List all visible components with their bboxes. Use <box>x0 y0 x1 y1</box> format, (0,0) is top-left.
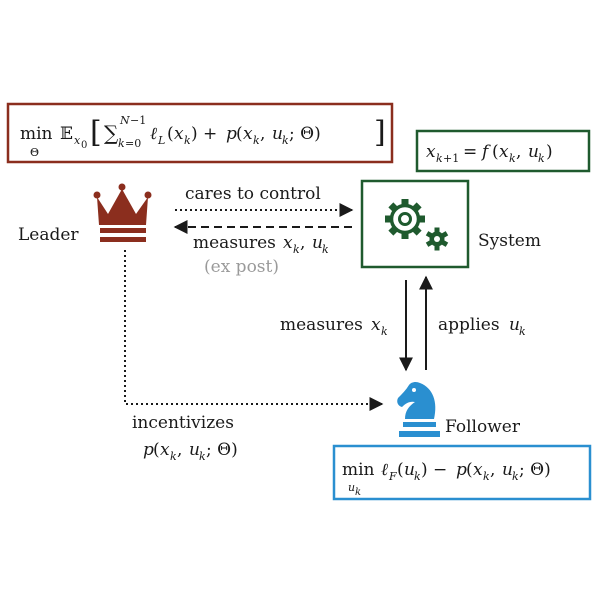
system-dynamics-box: x k +1 = f ( x k , u k ) <box>415 129 591 173</box>
svg-text:k: k <box>184 134 191 147</box>
svg-text:) −: ) − <box>421 460 447 480</box>
svg-text:k: k <box>355 487 361 498</box>
svg-text:,: , <box>490 460 495 480</box>
svg-text:0: 0 <box>81 140 87 151</box>
svg-text:−1: −1 <box>130 114 146 127</box>
svg-text:u: u <box>348 481 355 494</box>
svg-text:ℓ: ℓ <box>381 460 388 480</box>
svg-text:applies: applies <box>438 315 500 335</box>
svg-text:u: u <box>404 460 415 480</box>
incentivizes-label: incentivizes <box>132 413 234 433</box>
svg-text:Θ: Θ <box>30 146 39 159</box>
leader-label: Leader <box>18 225 79 245</box>
svg-text:∑: ∑ <box>104 121 119 145</box>
svg-text:min: min <box>342 460 375 480</box>
follower-objective-box: min u k ℓ F ( u k ) − p ( x k , u k ; Θ) <box>332 444 592 501</box>
applies-label: applies u k <box>438 315 526 338</box>
leader-objective-formula: min Θ 𝔼 x 0 [ ∑ N −1 k =0 ℓ L ( x k ) + … <box>20 114 386 159</box>
svg-text:k: k <box>253 134 260 147</box>
svg-text:u: u <box>509 315 520 335</box>
svg-text:x: x <box>74 134 81 147</box>
svg-text:,: , <box>516 142 521 162</box>
svg-text:N: N <box>119 114 130 127</box>
svg-text:,: , <box>177 440 182 460</box>
gears-icon <box>385 199 449 251</box>
svg-text:k: k <box>519 325 526 338</box>
svg-text:u: u <box>502 460 513 480</box>
system-label: System <box>478 231 541 251</box>
svg-text:k: k <box>118 137 125 150</box>
svg-text:k: k <box>538 152 545 165</box>
svg-text:(: ( <box>236 124 243 144</box>
incentivizes-formula: p ( x k , u k ; Θ) <box>143 440 238 463</box>
svg-text:k: k <box>509 152 516 165</box>
svg-text:k: k <box>282 134 289 147</box>
svg-text:measures: measures <box>280 315 363 335</box>
svg-text:p: p <box>143 440 154 460</box>
svg-text:k: k <box>512 470 519 483</box>
measures-leader-label: measures x k , u k <box>193 233 329 256</box>
svg-text:): ) <box>546 142 553 162</box>
svg-text:x: x <box>426 142 436 162</box>
svg-text:]: ] <box>374 115 386 150</box>
svg-text:,: , <box>300 233 305 253</box>
svg-text:p: p <box>456 460 467 480</box>
svg-text:k: k <box>414 470 421 483</box>
follower-label: Follower <box>445 417 521 437</box>
svg-text:min: min <box>20 124 53 144</box>
svg-text:k: k <box>293 243 300 256</box>
svg-text:(: ( <box>466 460 473 480</box>
svg-text:𝔼: 𝔼 <box>60 124 73 144</box>
svg-text:x: x <box>283 233 293 253</box>
svg-text:k: k <box>436 152 443 165</box>
svg-text:k: k <box>483 470 490 483</box>
svg-text:x: x <box>499 142 509 162</box>
svg-text:u: u <box>272 124 283 144</box>
svg-text:=: = <box>463 142 477 162</box>
svg-text:u: u <box>189 440 200 460</box>
svg-text:,: , <box>260 124 265 144</box>
svg-text:p: p <box>226 124 237 144</box>
svg-text:(: ( <box>492 142 499 162</box>
svg-text:k: k <box>381 325 388 338</box>
crown-icon <box>93 183 152 242</box>
svg-text:; Θ): ; Θ) <box>206 440 238 460</box>
svg-text:; Θ): ; Θ) <box>289 124 321 144</box>
svg-text:[: [ <box>90 115 102 150</box>
svg-text:ℓ: ℓ <box>150 124 157 144</box>
svg-text:measures: measures <box>193 233 276 253</box>
svg-text:(: ( <box>167 124 174 144</box>
svg-text:F: F <box>388 470 397 483</box>
svg-text:x: x <box>473 460 483 480</box>
svg-text:k: k <box>199 450 206 463</box>
svg-text:x: x <box>371 315 381 335</box>
ex-post-note: (ex post) <box>204 257 279 277</box>
svg-text:+1: +1 <box>443 152 459 165</box>
follower-objective-formula: min u k ℓ F ( u k ) − p ( x k , u k ; Θ) <box>342 460 551 498</box>
system-dynamics-formula: x k +1 = f ( x k , u k ) <box>426 142 553 165</box>
cares-to-control-label: cares to control <box>185 184 321 204</box>
system-node <box>360 179 470 269</box>
svg-text:x: x <box>160 440 170 460</box>
svg-text:u: u <box>528 142 539 162</box>
svg-text:(: ( <box>153 440 160 460</box>
svg-text:k: k <box>170 450 177 463</box>
svg-text:(: ( <box>397 460 404 480</box>
svg-text:) +: ) + <box>191 124 217 144</box>
chess-knight-icon <box>397 381 440 437</box>
svg-text:k: k <box>322 243 329 256</box>
incentivizes-arrow <box>124 250 384 411</box>
svg-text:=0: =0 <box>125 137 141 150</box>
svg-text:u: u <box>312 233 323 253</box>
svg-text:x: x <box>243 124 253 144</box>
svg-text:L: L <box>157 134 165 147</box>
svg-text:; Θ): ; Θ) <box>519 460 551 480</box>
measures-follower-label: measures x k <box>280 315 388 338</box>
svg-text:f: f <box>480 142 491 162</box>
leader-objective-box: min Θ 𝔼 x 0 [ ∑ N −1 k =0 ℓ L ( x k ) + … <box>6 102 394 164</box>
svg-text:x: x <box>174 124 184 144</box>
